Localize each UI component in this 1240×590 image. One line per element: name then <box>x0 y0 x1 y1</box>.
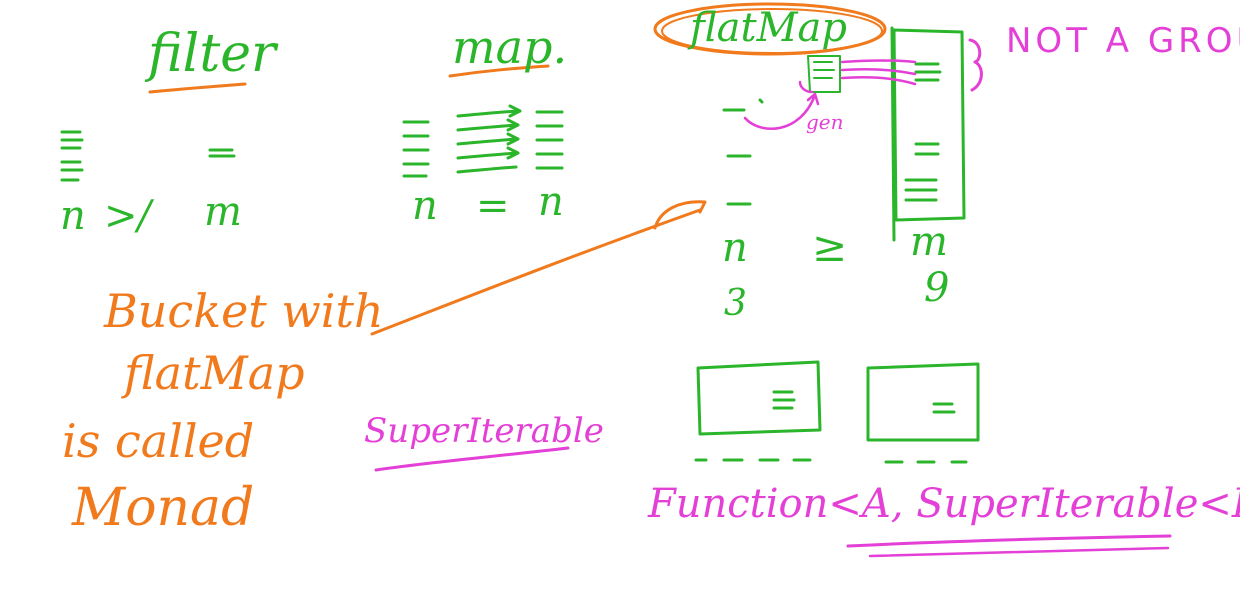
filter-underline <box>148 82 247 94</box>
bucket-arrow <box>370 208 702 336</box>
map-items <box>402 104 564 178</box>
map-underline <box>448 64 550 78</box>
function-signature-label: Function<A, SuperIterable<B>> <box>648 481 1240 527</box>
superiterable-label: SuperIterable <box>364 411 604 451</box>
flatmap-mini-box <box>807 55 841 93</box>
flatmap-heading: flatMap <box>690 5 848 51</box>
map-eq-label: = <box>476 183 510 229</box>
function-underline-2 <box>868 546 1170 558</box>
filter-gt-label: >/ <box>104 193 151 239</box>
map-n-right-label: n <box>538 179 564 225</box>
flatmap-9-label: 9 <box>924 265 950 311</box>
filter-m-label: m <box>204 189 242 235</box>
bucket-line-4: Monad <box>72 478 255 538</box>
lower-box-1 <box>694 360 822 462</box>
filter-items <box>60 130 236 182</box>
bucket-arrowhead <box>653 200 707 230</box>
bucket-line-2: flatMap <box>124 346 305 400</box>
flatmap-output-box <box>890 26 966 242</box>
gen-arrows <box>743 59 917 130</box>
bucket-line-3: is called <box>62 414 255 468</box>
lower-box-2 <box>866 362 980 464</box>
flatmap-inputs <box>722 98 764 206</box>
not-a-group-brace <box>968 38 983 92</box>
function-underline <box>846 534 1172 548</box>
flatmap-m-label: m <box>910 219 948 265</box>
map-n-left-label: n <box>412 183 438 229</box>
flatmap-circle-2 <box>661 8 883 54</box>
bucket-line-1: Bucket with <box>104 284 384 338</box>
flatmap-n-label: n <box>722 225 748 271</box>
flatmap-circle <box>653 2 887 56</box>
gen-label: gen <box>806 110 844 134</box>
map-heading: map. <box>452 20 568 74</box>
flatmap-ge-label: ≥ <box>812 222 848 271</box>
flatmap-3-label: 3 <box>724 283 747 324</box>
superiterable-underline <box>374 446 570 472</box>
filter-n-label: n <box>60 193 86 239</box>
filter-heading: filter <box>148 24 276 84</box>
not-a-group-label: NOT A GROUP <box>1006 21 1240 61</box>
